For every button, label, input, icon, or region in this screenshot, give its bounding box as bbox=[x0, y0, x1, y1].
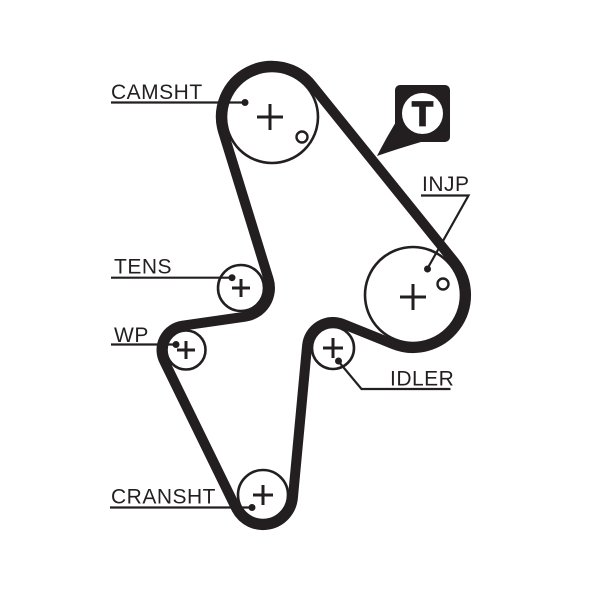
crankshaft-center-mark bbox=[253, 485, 273, 505]
idler-leader-line bbox=[338, 361, 451, 391]
camshaft-pulley-hole bbox=[295, 130, 309, 144]
crankshaft-leader-dot bbox=[248, 504, 256, 511]
tensioner-callout: TENS bbox=[111, 256, 236, 282]
injection-pump-callout: INJP bbox=[421, 173, 471, 273]
water-pump-callout: WP bbox=[111, 324, 180, 348]
injection-pump-center-mark bbox=[400, 284, 426, 310]
injection-pump-label: INJP bbox=[422, 173, 470, 196]
timing-belt bbox=[156, 60, 472, 531]
idler-leader-dot bbox=[335, 357, 342, 365]
crankshaft-callout: CRANSHT bbox=[110, 486, 256, 511]
water-pump-label: WP bbox=[114, 324, 149, 347]
injection-pump-leader-dot bbox=[424, 265, 431, 273]
idler-label: IDLER bbox=[390, 368, 454, 391]
idler-center-mark bbox=[323, 338, 343, 358]
injection-pump-pulley-hole bbox=[436, 277, 450, 291]
idler-callout: IDLER bbox=[335, 357, 454, 391]
water-pump-leader-dot bbox=[172, 341, 180, 348]
camshaft-leader-dot bbox=[241, 99, 249, 106]
badge-inner-circle bbox=[402, 93, 443, 134]
camshaft-callout: CAMSHT bbox=[111, 81, 249, 106]
timing-mark-badge-icon: T bbox=[377, 85, 450, 156]
tensioner-leader-dot bbox=[228, 274, 236, 282]
crankshaft-label: CRANSHT bbox=[111, 486, 216, 509]
water-pump-center-mark bbox=[177, 341, 195, 359]
tensioner-label: TENS bbox=[114, 256, 172, 279]
camshaft-center-mark bbox=[257, 104, 283, 130]
tensioner-center-mark bbox=[232, 279, 250, 297]
injection-pump-leader-line bbox=[421, 194, 471, 270]
camshaft-label: CAMSHT bbox=[111, 81, 203, 104]
badge-letter: T bbox=[412, 96, 433, 134]
